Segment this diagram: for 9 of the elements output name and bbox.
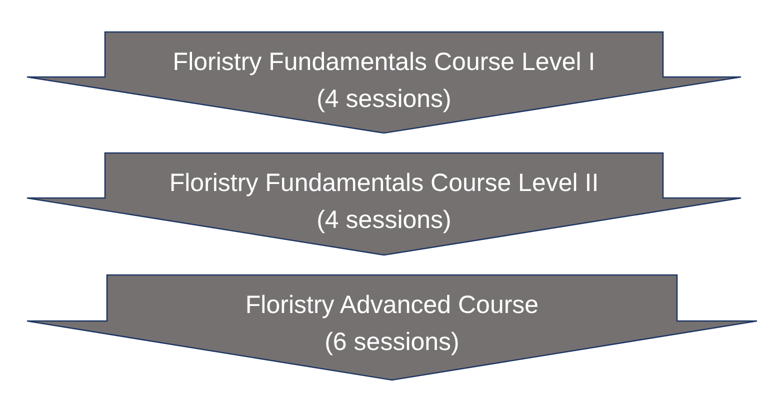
course-title: Floristry Fundamentals Course Level I bbox=[172, 47, 596, 78]
down-arrow-shape bbox=[27, 32, 741, 133]
session-count: (4 sessions) bbox=[316, 84, 452, 115]
down-arrow-shape bbox=[27, 275, 757, 380]
down-arrow-shape bbox=[27, 153, 741, 255]
session-count: (6 sessions) bbox=[324, 327, 460, 358]
course-title: Floristry Fundamentals Course Level II bbox=[169, 168, 599, 199]
session-count: (4 sessions) bbox=[316, 205, 452, 236]
course-title: Floristry Advanced Course bbox=[245, 290, 539, 321]
